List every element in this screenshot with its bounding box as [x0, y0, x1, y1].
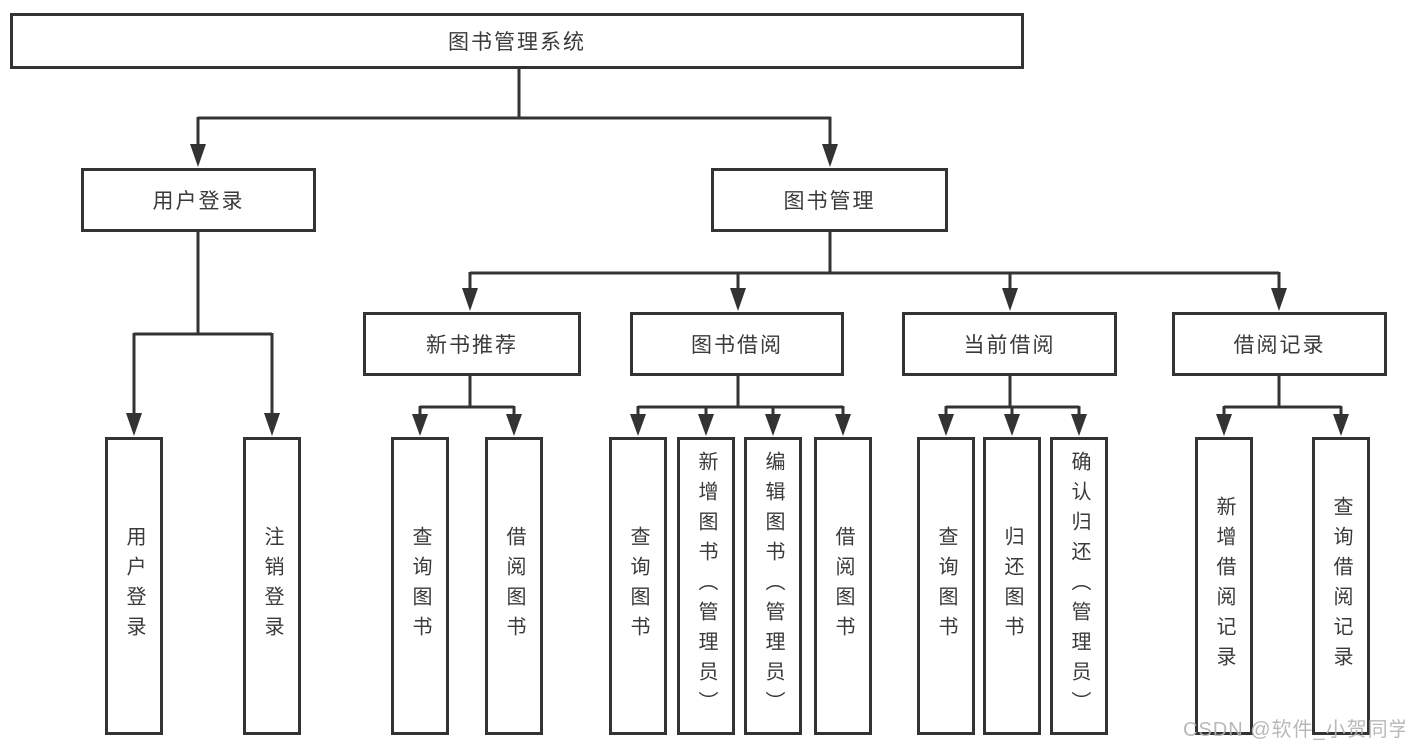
- leaf-edit-books-admin: 编辑图书（管理员）: [744, 437, 802, 735]
- leaf-user-login: 用户登录: [105, 437, 163, 735]
- node-book-borrowing: 图书借阅: [630, 312, 844, 376]
- leaf-borrow-books-borrowing: 借阅图书: [814, 437, 872, 735]
- connector-borrow-records-children: [1216, 376, 1349, 436]
- leaf-logout-login: 注销登录: [243, 437, 301, 735]
- leaf-add-books-admin-label: 新增图书（管理员）: [695, 451, 717, 721]
- leaf-query-books-current: 查询图书: [917, 437, 975, 735]
- leaf-query-books-current-label: 查询图书: [935, 526, 957, 646]
- leaf-add-borrow-record-label: 新增借阅记录: [1213, 496, 1235, 676]
- connector-root-to-level2: [190, 68, 838, 167]
- leaf-query-borrow-record: 查询借阅记录: [1312, 437, 1370, 735]
- leaf-borrow-books-recommend: 借阅图书: [485, 437, 543, 735]
- node-new-book-recommendation: 新书推荐: [363, 312, 581, 376]
- connector-book-management-children: [462, 232, 1287, 311]
- connector-user-login-children: [126, 232, 280, 436]
- node-current-borrowing: 当前借阅: [902, 312, 1117, 376]
- leaf-user-login-label: 用户登录: [123, 526, 145, 646]
- leaf-add-borrow-record: 新增借阅记录: [1195, 437, 1253, 735]
- leaf-query-books-borrowing: 查询图书: [609, 437, 667, 735]
- node-root: 图书管理系统: [10, 13, 1024, 69]
- node-book-management: 图书管理: [711, 168, 948, 232]
- leaf-return-books-label: 归还图书: [1001, 526, 1023, 646]
- leaf-query-borrow-record-label: 查询借阅记录: [1330, 496, 1352, 676]
- connector-current-borrowing-children: [938, 376, 1087, 436]
- connector-new-book-children: [412, 376, 522, 436]
- node-user-login: 用户登录: [81, 168, 316, 232]
- watermark: CSDN @软件_小贺同学: [1183, 719, 1405, 741]
- leaf-return-books: 归还图书: [983, 437, 1041, 735]
- leaf-borrow-books-recommend-label: 借阅图书: [503, 526, 525, 646]
- leaf-edit-books-admin-label: 编辑图书（管理员）: [762, 451, 784, 721]
- leaf-logout-login-label: 注销登录: [261, 526, 283, 646]
- leaf-query-books-recommend-label: 查询图书: [409, 526, 431, 646]
- node-borrowing-records: 借阅记录: [1172, 312, 1387, 376]
- connector-book-borrowing-children: [630, 376, 851, 436]
- leaf-confirm-return-admin: 确认归还（管理员）: [1050, 437, 1108, 735]
- leaf-query-books-recommend: 查询图书: [391, 437, 449, 735]
- leaf-add-books-admin: 新增图书（管理员）: [677, 437, 735, 735]
- leaf-borrow-books-borrowing-label: 借阅图书: [832, 526, 854, 646]
- leaf-confirm-return-admin-label: 确认归还（管理员）: [1068, 451, 1090, 721]
- leaf-query-books-borrowing-label: 查询图书: [627, 526, 649, 646]
